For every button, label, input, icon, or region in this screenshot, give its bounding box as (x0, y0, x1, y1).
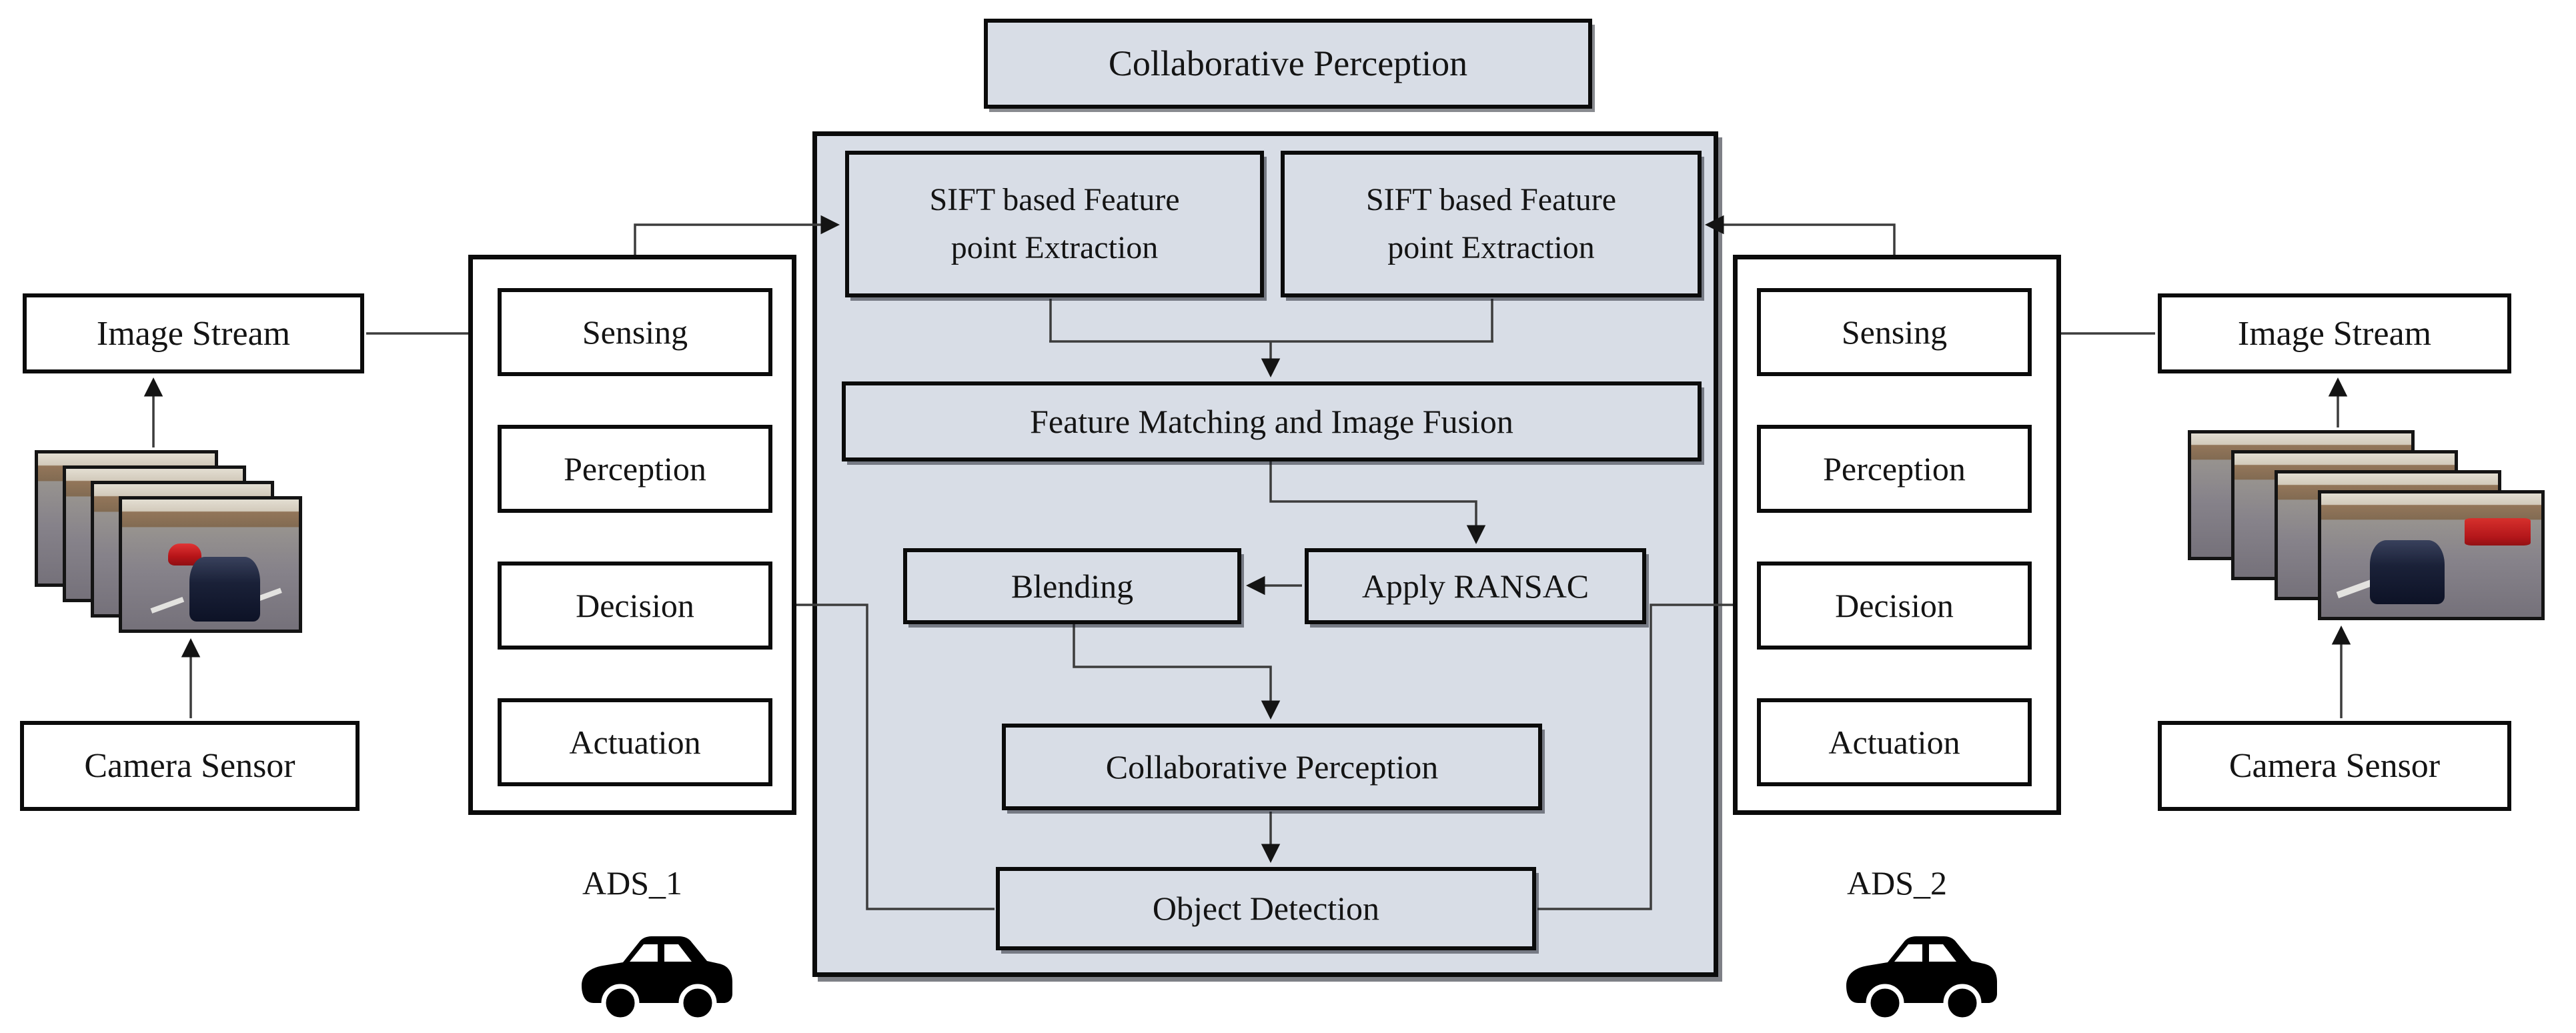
ads2-perception-box: Perception (1757, 425, 2032, 513)
ads1-decision-box: Decision (498, 562, 772, 650)
connector-blending-to-collab-perception (1073, 624, 1281, 720)
feature-matching-label: Feature Matching and Image Fusion (1030, 402, 1513, 440)
ads2-actuation-label: Actuation (1828, 723, 1960, 761)
camerasensor-left-box: Camera Sensor (20, 721, 360, 811)
camerasensor-right-label: Camera Sensor (2228, 747, 2441, 785)
connector-object-detection-to-decision2 (1537, 595, 1754, 910)
dark-car-in-photo (189, 556, 260, 622)
ads2-sensing-box: Sensing (1757, 288, 2032, 376)
camerasensor-left-label: Camera Sensor (84, 747, 295, 785)
apply-ransac-label: Apply RANSAC (1361, 567, 1589, 605)
imagestream-left-box: Image Stream (23, 293, 364, 373)
photo-frame-left-front (119, 496, 302, 633)
sift-right-label: SIFT based Feature point Extraction (1366, 176, 1616, 272)
ads1-label: ADS_1 (582, 864, 683, 902)
apply-ransac-box: Apply RANSAC (1305, 548, 1646, 624)
ads2-car-icon (1846, 936, 1997, 1022)
sift-left-label: SIFT based Feature point Extraction (929, 176, 1179, 272)
ads1-perception-label: Perception (564, 449, 706, 487)
top-collaborative-perception-label: Collaborative Perception (1108, 43, 1468, 83)
object-detection-label: Object Detection (1152, 890, 1380, 928)
lane-marking (2337, 579, 2374, 598)
ads1-perception-box: Perception (498, 425, 772, 513)
feature-matching-box: Feature Matching and Image Fusion (842, 381, 1702, 461)
red-truck-in-photo (2464, 518, 2531, 546)
imagestream-right-box: Image Stream (2158, 293, 2511, 373)
sift-feature-extraction-left-box: SIFT based Feature point Extraction (845, 151, 1264, 297)
ads2-decision-label: Decision (1835, 586, 1954, 624)
sift-right-line2: point Extraction (1387, 230, 1595, 265)
imagestream-left-label: Image Stream (96, 314, 291, 353)
sift-left-line2: point Extraction (950, 230, 1159, 265)
lane-marking (150, 596, 184, 614)
ads1-sensing-box: Sensing (498, 288, 772, 376)
ads1-car-icon (582, 936, 732, 1022)
collaborative-perception-inner-box: Collaborative Perception (1002, 724, 1542, 810)
ads1-actuation-label: Actuation (569, 723, 701, 761)
ads2-decision-box: Decision (1757, 562, 2032, 650)
object-detection-box: Object Detection (996, 867, 1536, 950)
ads1-actuation-box: Actuation (498, 698, 772, 786)
blending-label: Blending (1011, 567, 1134, 605)
top-collaborative-perception-box: Collaborative Perception (984, 19, 1592, 109)
blending-box: Blending (903, 548, 1241, 624)
ads1-decision-label: Decision (576, 586, 694, 624)
camerasensor-right-box: Camera Sensor (2158, 721, 2511, 811)
collaborative-perception-inner-label: Collaborative Perception (1105, 748, 1439, 786)
connector-feature-matching-to-ransac (1269, 461, 1486, 545)
ads2-label: ADS_2 (1846, 864, 1948, 902)
ads2-actuation-box: Actuation (1757, 698, 2032, 786)
sift-right-line1: SIFT based Feature (1365, 182, 1617, 217)
sift-feature-extraction-right-box: SIFT based Feature point Extraction (1281, 151, 1702, 297)
sift-left-line1: SIFT based Feature (929, 182, 1180, 217)
ads1-sensing-label: Sensing (582, 313, 688, 351)
ads2-sensing-label: Sensing (1841, 313, 1948, 351)
dark-car-in-photo (2369, 540, 2445, 605)
connector-object-detection-to-decision1 (776, 595, 995, 910)
imagestream-right-label: Image Stream (2237, 314, 2432, 353)
photo-frame-right-front (2318, 490, 2545, 620)
ads2-perception-label: Perception (1823, 449, 1966, 487)
